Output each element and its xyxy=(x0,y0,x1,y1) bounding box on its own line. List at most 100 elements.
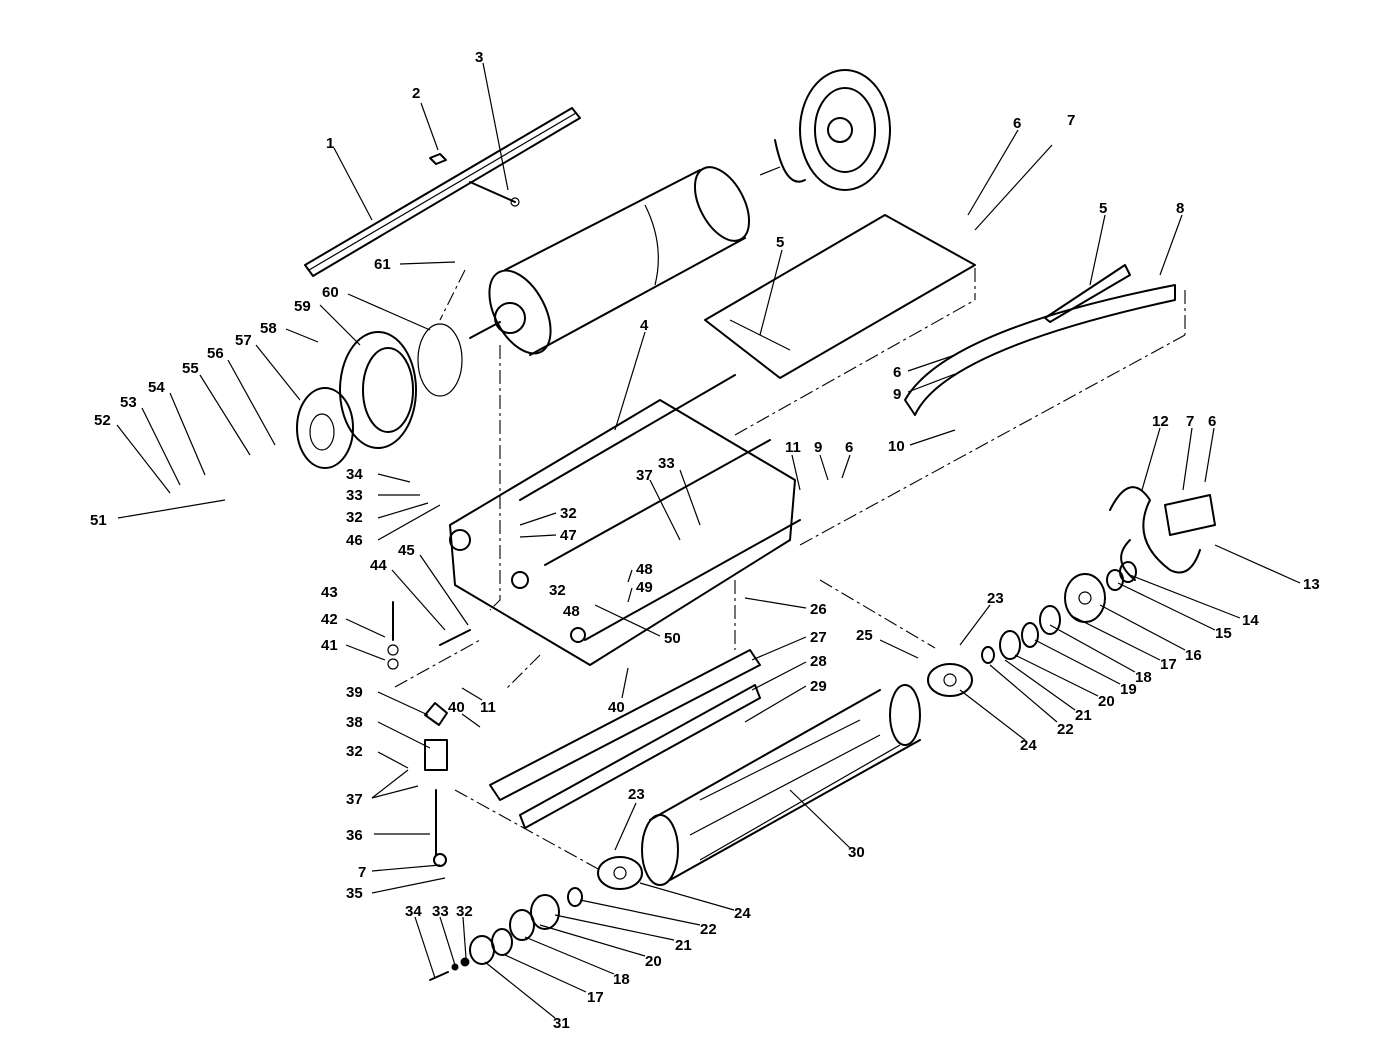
main-frame-4 xyxy=(449,374,801,666)
svg-text:28: 28 xyxy=(810,653,827,670)
label-52: 52 xyxy=(94,412,171,494)
wheel-59 xyxy=(339,323,463,449)
svg-text:18: 18 xyxy=(613,971,630,988)
svg-text:30: 30 xyxy=(848,844,865,861)
label-36: 36 xyxy=(346,827,430,844)
label-28: 28 xyxy=(751,653,827,691)
label-2: 2 xyxy=(412,85,439,151)
svg-text:32: 32 xyxy=(549,582,566,599)
label-33-a: 33 xyxy=(346,487,420,504)
label-17-a: 17 xyxy=(1069,614,1177,673)
left-bearing-stack xyxy=(429,887,583,981)
label-50: 50 xyxy=(594,604,681,647)
svg-text:40: 40 xyxy=(448,699,465,716)
label-55: 55 xyxy=(182,360,251,456)
label-37-a: 37 xyxy=(636,467,681,541)
label-33-b: 33 xyxy=(658,455,701,526)
right-bearing-stack xyxy=(981,561,1137,664)
label-26: 26 xyxy=(744,597,827,618)
svg-text:32: 32 xyxy=(456,903,473,920)
svg-text:6: 6 xyxy=(893,364,901,381)
svg-text:22: 22 xyxy=(700,921,717,938)
svg-text:46: 46 xyxy=(346,532,363,549)
svg-text:49: 49 xyxy=(636,579,653,596)
svg-text:45: 45 xyxy=(398,542,415,559)
label-38: 38 xyxy=(346,714,431,749)
label-32-d: 32 xyxy=(346,743,409,769)
svg-text:53: 53 xyxy=(120,394,137,411)
label-49: 49 xyxy=(627,579,653,603)
svg-text:13: 13 xyxy=(1303,576,1320,593)
label-42: 42 xyxy=(321,611,386,638)
label-34-b: 34 xyxy=(405,903,436,979)
svg-text:8: 8 xyxy=(1176,200,1184,217)
svg-text:38: 38 xyxy=(346,714,363,731)
label-4: 4 xyxy=(614,317,649,431)
svg-text:31: 31 xyxy=(553,1015,570,1032)
label-1: 1 xyxy=(326,135,373,221)
svg-text:18: 18 xyxy=(1135,669,1152,686)
label-20-b: 20 xyxy=(539,924,662,970)
label-56: 56 xyxy=(207,345,276,446)
label-35: 35 xyxy=(346,877,446,902)
svg-text:19: 19 xyxy=(1120,681,1137,698)
label-27: 27 xyxy=(751,629,827,661)
label-17-b: 17 xyxy=(504,954,604,1006)
svg-text:23: 23 xyxy=(628,786,645,803)
bearing-housing-24-left xyxy=(597,856,643,890)
svg-text:21: 21 xyxy=(1075,707,1092,724)
label-22-a: 22 xyxy=(989,664,1074,738)
svg-text:56: 56 xyxy=(207,345,224,362)
svg-text:60: 60 xyxy=(322,284,339,301)
label-15: 15 xyxy=(1117,582,1232,642)
svg-text:39: 39 xyxy=(346,684,363,701)
label-24-a: 24 xyxy=(959,689,1037,754)
svg-text:3: 3 xyxy=(475,49,483,66)
label-6-d: 6 xyxy=(1204,413,1216,483)
svg-text:34: 34 xyxy=(405,903,422,920)
svg-text:6: 6 xyxy=(1013,115,1021,132)
svg-text:24: 24 xyxy=(734,905,751,922)
label-22-b: 22 xyxy=(579,899,717,938)
label-33-c: 33 xyxy=(432,903,456,966)
label-48-b: 48 xyxy=(563,603,580,620)
svg-text:6: 6 xyxy=(845,439,853,456)
label-32-a: 32 xyxy=(346,502,429,526)
svg-text:5: 5 xyxy=(1099,200,1107,217)
svg-text:33: 33 xyxy=(432,903,449,920)
svg-text:24: 24 xyxy=(1020,737,1037,754)
label-60: 60 xyxy=(322,284,431,331)
svg-text:32: 32 xyxy=(560,505,577,522)
svg-text:11: 11 xyxy=(785,439,801,456)
label-44: 44 xyxy=(370,557,446,631)
svg-text:20: 20 xyxy=(1098,693,1115,710)
svg-text:55: 55 xyxy=(182,360,199,377)
svg-text:7: 7 xyxy=(1186,413,1194,430)
bearing-housing-24-right xyxy=(927,663,973,697)
svg-text:50: 50 xyxy=(664,630,681,647)
label-20-a: 20 xyxy=(1014,654,1115,710)
alignment-lines xyxy=(394,269,1186,871)
label-29: 29 xyxy=(744,678,827,723)
shield-8 xyxy=(904,264,1186,416)
label-57: 57 xyxy=(235,332,301,401)
label-30: 30 xyxy=(789,789,865,861)
adjuster-36-39 xyxy=(424,702,448,867)
svg-text:57: 57 xyxy=(235,332,252,349)
svg-text:5: 5 xyxy=(776,234,784,251)
svg-text:12: 12 xyxy=(1152,413,1169,430)
svg-text:20: 20 xyxy=(645,953,662,970)
svg-text:61: 61 xyxy=(374,256,391,273)
label-61: 61 xyxy=(374,256,456,273)
label-16: 16 xyxy=(1099,604,1202,664)
svg-text:1: 1 xyxy=(326,135,334,152)
label-9-a: 9 xyxy=(893,373,956,403)
label-3: 3 xyxy=(475,49,509,191)
label-14: 14 xyxy=(1129,574,1259,629)
label-40-a: 40 xyxy=(448,699,481,728)
label-47: 47 xyxy=(519,527,577,544)
label-23-b: 23 xyxy=(614,786,645,851)
label-11-b: 11 xyxy=(461,687,496,716)
label-32-c: 32 xyxy=(549,582,566,599)
svg-text:26: 26 xyxy=(810,601,827,618)
